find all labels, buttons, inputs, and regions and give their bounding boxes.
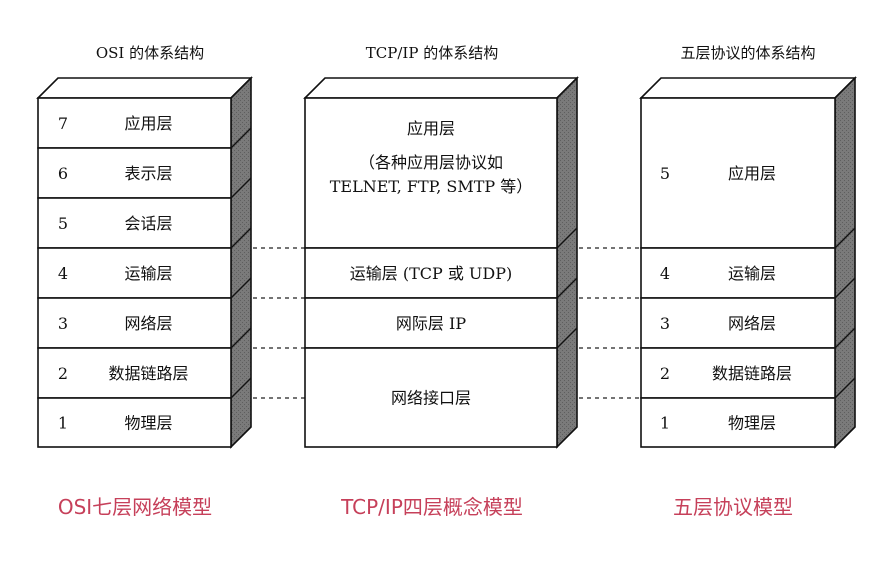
stack-top-face — [303, 77, 579, 99]
layer-label: 运输层 (TCP 或 UDP) — [350, 264, 513, 283]
layer-number: 4 — [660, 264, 670, 283]
layer-number: 5 — [58, 214, 68, 233]
side-divider — [834, 377, 856, 399]
stack-side-face — [834, 76, 856, 449]
layer-number: 4 — [58, 264, 68, 283]
layer-label: 运输层 — [124, 264, 172, 283]
layer-box — [640, 397, 836, 448]
layer-label: 物理层 — [124, 414, 172, 433]
layer-number: 3 — [660, 314, 670, 333]
column-header: 五层协议的体系结构 — [680, 44, 815, 62]
layer-box — [304, 247, 558, 299]
layer-row: 1 物理层 — [640, 377, 856, 448]
model-caption: 五层协议模型 — [673, 495, 793, 519]
layer-row: 应用层 （各种应用层协议如 TELNET, FTP, SMTP 等） — [304, 97, 558, 249]
stack-side-face — [230, 76, 252, 449]
layer-label: 网络层 — [728, 314, 776, 333]
side-divider — [556, 227, 578, 249]
layer-row: 2 数据链路层 — [640, 327, 856, 399]
layer-number: 3 — [58, 314, 68, 333]
layer-label: 网络接口层 — [391, 389, 471, 408]
layer-box — [37, 297, 232, 349]
layer-number: 6 — [58, 164, 68, 183]
side-divider — [556, 277, 578, 299]
layer-label: （各种应用层协议如 — [359, 153, 503, 172]
layer-label: TELNET, FTP, SMTP 等） — [330, 177, 533, 196]
side-divider — [230, 227, 252, 249]
layer-label: 会话层 — [124, 214, 172, 233]
side-divider — [556, 327, 578, 349]
side-divider — [834, 327, 856, 349]
layer-box — [37, 397, 232, 448]
layer-box — [37, 347, 232, 399]
layer-label: 物理层 — [728, 414, 776, 433]
layer-label: 网际层 IP — [396, 314, 466, 333]
layer-label: 应用层 — [728, 164, 776, 183]
layer-box — [37, 197, 232, 249]
layer-number: 5 — [660, 164, 670, 183]
side-divider — [834, 277, 856, 299]
layer-row: 5 会话层 — [37, 177, 252, 249]
layer-label: 应用层 — [407, 119, 455, 138]
layer-box — [37, 247, 232, 299]
model-caption: OSI七层网络模型 — [58, 495, 212, 519]
layer-number: 7 — [58, 114, 68, 133]
layer-label: 应用层 — [124, 114, 172, 133]
layer-row: 2 数据链路层 — [37, 327, 252, 399]
layer-number: 1 — [660, 414, 670, 433]
column-header: TCP/IP 的体系结构 — [366, 44, 498, 62]
layer-row: 网际层 IP — [304, 277, 578, 349]
stack-top-face — [639, 77, 857, 99]
stack-column-1: OSI 的体系结构 7 应用层 6 表示层 5 会话层 4 运输层 3 网络层 2 数据链路层 1 物理层 O… — [36, 44, 253, 519]
side-divider — [834, 227, 856, 249]
side-divider — [230, 377, 252, 399]
layer-number: 1 — [58, 414, 68, 433]
model-caption: TCP/IP四层概念模型 — [340, 495, 523, 519]
layer-box — [304, 347, 558, 448]
layer-label: 数据链路层 — [712, 364, 792, 383]
layer-label: 数据链路层 — [108, 364, 188, 383]
layer-row: 4 运输层 — [37, 227, 252, 299]
side-divider — [230, 277, 252, 299]
stack-side-face — [556, 76, 578, 449]
side-divider — [230, 327, 252, 349]
layer-box — [304, 297, 558, 349]
side-divider — [230, 127, 252, 149]
layer-box — [304, 97, 558, 249]
layer-label: 表示层 — [124, 164, 172, 183]
layer-number: 2 — [660, 364, 670, 383]
layer-row: 1 物理层 — [37, 377, 252, 448]
side-divider — [230, 177, 252, 199]
stack-top-face — [36, 77, 253, 99]
layer-row: 3 网络层 — [37, 277, 252, 349]
layer-number: 2 — [58, 364, 68, 383]
layer-label: 运输层 — [728, 264, 776, 283]
layer-box — [640, 97, 836, 249]
column-header: OSI 的体系结构 — [96, 44, 204, 62]
layer-row: 5 应用层 — [640, 97, 836, 249]
layer-row: 网络接口层 — [304, 327, 578, 448]
layer-row: 7 应用层 — [37, 97, 232, 149]
layer-box — [37, 97, 232, 149]
layer-label: 网络层 — [124, 314, 172, 333]
layer-row: 运输层 (TCP 或 UDP) — [304, 227, 578, 299]
